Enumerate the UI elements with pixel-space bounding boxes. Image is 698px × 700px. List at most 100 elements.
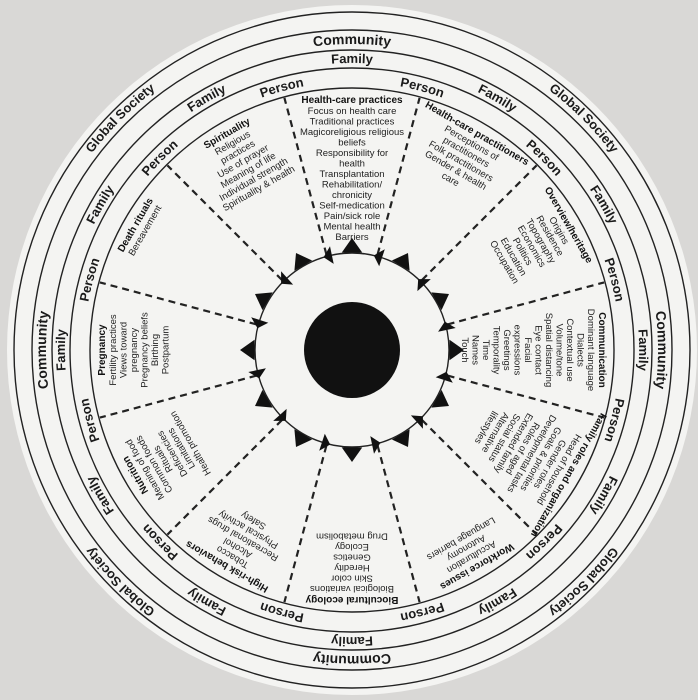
domain-divider [421,419,538,536]
domain-divider [166,419,283,536]
arrowhead [255,292,273,311]
ring-arrowhead [319,433,331,451]
inner-arrowheads [240,238,464,462]
ring-arrowhead [435,371,453,383]
ring-arrowhead [281,271,294,285]
arrowhead [391,253,410,271]
inner-ring [254,252,450,448]
domain-item: Dialects [575,333,586,367]
person-ring-outer [69,67,635,633]
ring-arrowhead [273,408,287,421]
domain-item: Greetings [501,329,512,370]
domain-item: Facial [522,337,533,362]
domains-ring-outer [89,87,615,613]
domain-item: health [339,159,365,170]
domain-item: Transplantation [319,169,384,180]
domain-item: beliefs [338,138,366,149]
domain-item: chronicity [332,190,372,201]
arrowhead [431,292,449,311]
domain-item: Genetics [333,552,371,563]
ring-arrowhead [417,279,431,292]
domain-item: Views toward [119,322,130,378]
family-ring-outer [51,49,653,651]
arrowhead [341,447,363,462]
domain-divider [376,97,421,255]
domain-item: Names [470,335,481,365]
arrowhead [391,429,410,447]
community-label: Community [312,651,392,669]
domain-divider [421,164,538,281]
domain-item: Postpartum [161,326,172,375]
community-ring-outer [31,29,673,671]
ring-arrowhead [410,415,423,429]
domain-dividers [99,97,605,603]
domain-divider [99,374,257,419]
domain-divider [166,164,283,281]
ring-arrowhead [370,436,381,454]
domain-item: Magicoreligious religious [300,127,404,138]
ring-arrowhead [438,321,456,332]
community-label: Community [653,310,671,390]
domain-title: Communication [596,312,607,388]
domain-item: Pregnancy beliefs [140,312,151,388]
domain-item: Spatial distancing [543,313,554,387]
domain-item: Focus on health care [308,106,397,117]
domain-divider [376,445,421,603]
arrowhead [294,429,313,447]
domain-item: Eye contact [533,325,544,375]
domain-item: Contextual use [564,318,575,381]
domain-divider [283,97,328,255]
global-society-ring-outer [13,11,691,689]
domain-divider [447,374,605,419]
domain-item: Time [480,340,491,361]
domain-title: Health-care practices [301,95,403,106]
domain-divider [283,445,328,603]
arrowhead [240,339,255,361]
ring-outlines [13,11,691,689]
community-label: Community [33,310,51,390]
domain-item: Dominant language [585,309,596,391]
domain-title: Biocultural ecology [305,594,398,605]
domain-title: Pregnancy [97,324,108,376]
domain-item: Touch [459,337,470,362]
domain-item: Birthing [150,334,161,366]
domain-item: pregnancy [129,328,140,373]
family-label: Family [635,329,651,372]
domain-divider [447,281,605,326]
domain-divider [99,281,257,326]
domain-item: Heredity [334,562,370,573]
ring-arrowhead [373,249,385,267]
arrowhead [449,339,464,361]
family-label: Family [53,328,69,371]
domain-item: Biological variations [310,583,394,594]
domain-item: Skin color [331,573,373,584]
domain-item: expressions [512,325,523,376]
family-label: Family [330,633,373,649]
family-label: Family [331,51,374,67]
domain-item: Ecology [335,541,369,552]
domain-item: Rehabilitation/ [322,180,383,191]
domain-item: Traditional practices [310,117,395,128]
arrowhead [341,238,363,253]
ring-arrowhead [248,368,266,379]
community-label: Community [312,31,392,49]
domain-item: Mental health [323,222,380,233]
domain-item: Fertility practices [108,314,119,386]
domain-item: Drug metabolism [316,531,388,542]
domain-item: Pain/sick role [324,211,381,222]
domain-item: Volume/tone [554,324,565,377]
arrowhead [255,389,273,408]
domain-item: Self-medication [319,201,384,212]
arrowhead [431,389,449,408]
ring-arrowhead [251,317,269,329]
domain-item: Temporality [491,326,502,375]
ring-arrowhead [323,246,334,264]
arrowhead [294,253,313,271]
center-circle [304,302,400,398]
domain-item: Responsibility for [316,148,388,159]
